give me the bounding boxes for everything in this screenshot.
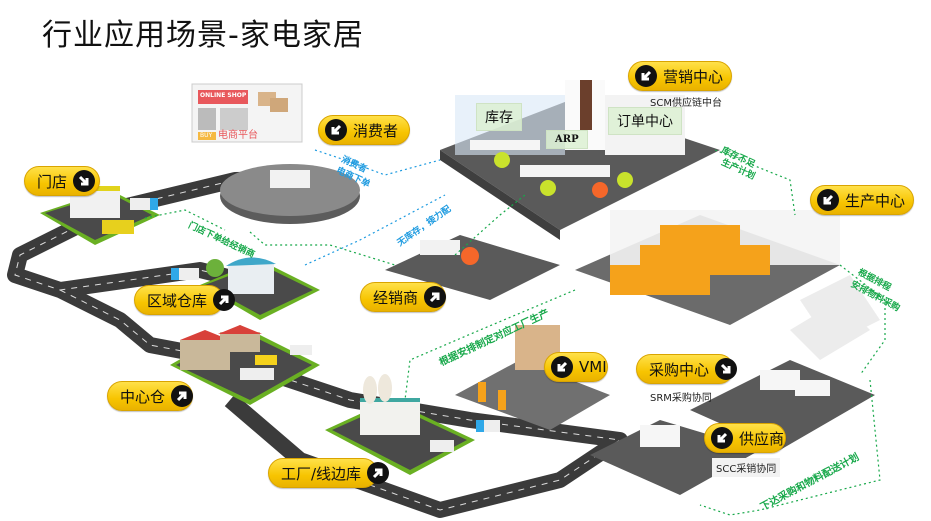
ecommerce-buy: BUY [200,132,213,139]
marketing-sub: SCM供应链中台 [650,98,722,109]
flow-no-stock [304,194,446,266]
ecommerce-label: 电商平台 [218,130,258,141]
label-inventory: 库存 [476,103,522,131]
node-dealer-label: 经销商 [373,288,419,307]
node-supplier[interactable]: 供应商 [704,423,786,453]
flow-stock-short [714,149,796,216]
flow-dealer-link [454,194,526,256]
node-regional-warehouse-label: 区域仓库 [147,291,208,310]
label-order-center: 订单中心 [608,107,682,135]
vmi-floor [455,360,610,430]
node-consumer[interactable]: 消费者 [318,115,410,145]
purchase-sub: SRM采购协同 [650,393,712,404]
arrow-up-right-icon [424,286,447,308]
node-supplier-label: 供应商 [739,429,785,448]
arrow-up-right-icon [171,385,194,407]
node-factory[interactable]: 工厂/线边库 [268,458,390,488]
node-store[interactable]: 门店 [24,166,100,196]
arrow-down-left-icon [325,119,347,141]
flow-store-order [144,209,396,266]
node-central-warehouse-label: 中心仓 [120,387,166,406]
arrow-down-right-icon [73,170,96,192]
arrow-down-left-icon [711,427,733,449]
arrow-down-left-icon [635,65,657,87]
label-arp: ARP [546,130,588,149]
node-marketing[interactable]: 营销中心 [628,61,732,91]
node-production-label: 生产中心 [845,191,906,210]
node-central-warehouse[interactable]: 中心仓 [107,381,194,411]
node-dealer[interactable]: 经销商 [360,282,447,312]
node-store-label: 门店 [37,172,68,191]
flow-factory-plan [404,289,576,401]
node-purchase-label: 采购中心 [649,360,710,379]
node-production[interactable]: 生产中心 [810,185,914,215]
arrow-down-left-icon [551,356,573,378]
page-title: 行业应用场景-家电家居 [42,18,364,53]
node-vmi-label: VMI [579,358,607,376]
arrow-down-left-icon [817,189,839,211]
ecommerce-sign: ONLINE SHOP [200,92,247,99]
node-vmi[interactable]: VMI [544,352,608,382]
arrow-down-right-icon [715,358,738,380]
arrow-up-right-icon [213,289,236,311]
node-factory-label: 工厂/线边库 [281,464,362,483]
arrow-up-right-icon [367,462,390,484]
flow-delivery-plan [699,379,881,516]
node-purchase[interactable]: 采购中心 [636,354,738,384]
node-marketing-label: 营销中心 [663,67,724,86]
node-consumer-label: 消费者 [353,121,399,140]
supplier-sub: SCC采销协同 [712,458,781,477]
flow-consumer-order [314,149,441,176]
node-regional-warehouse[interactable]: 区域仓库 [134,285,236,315]
